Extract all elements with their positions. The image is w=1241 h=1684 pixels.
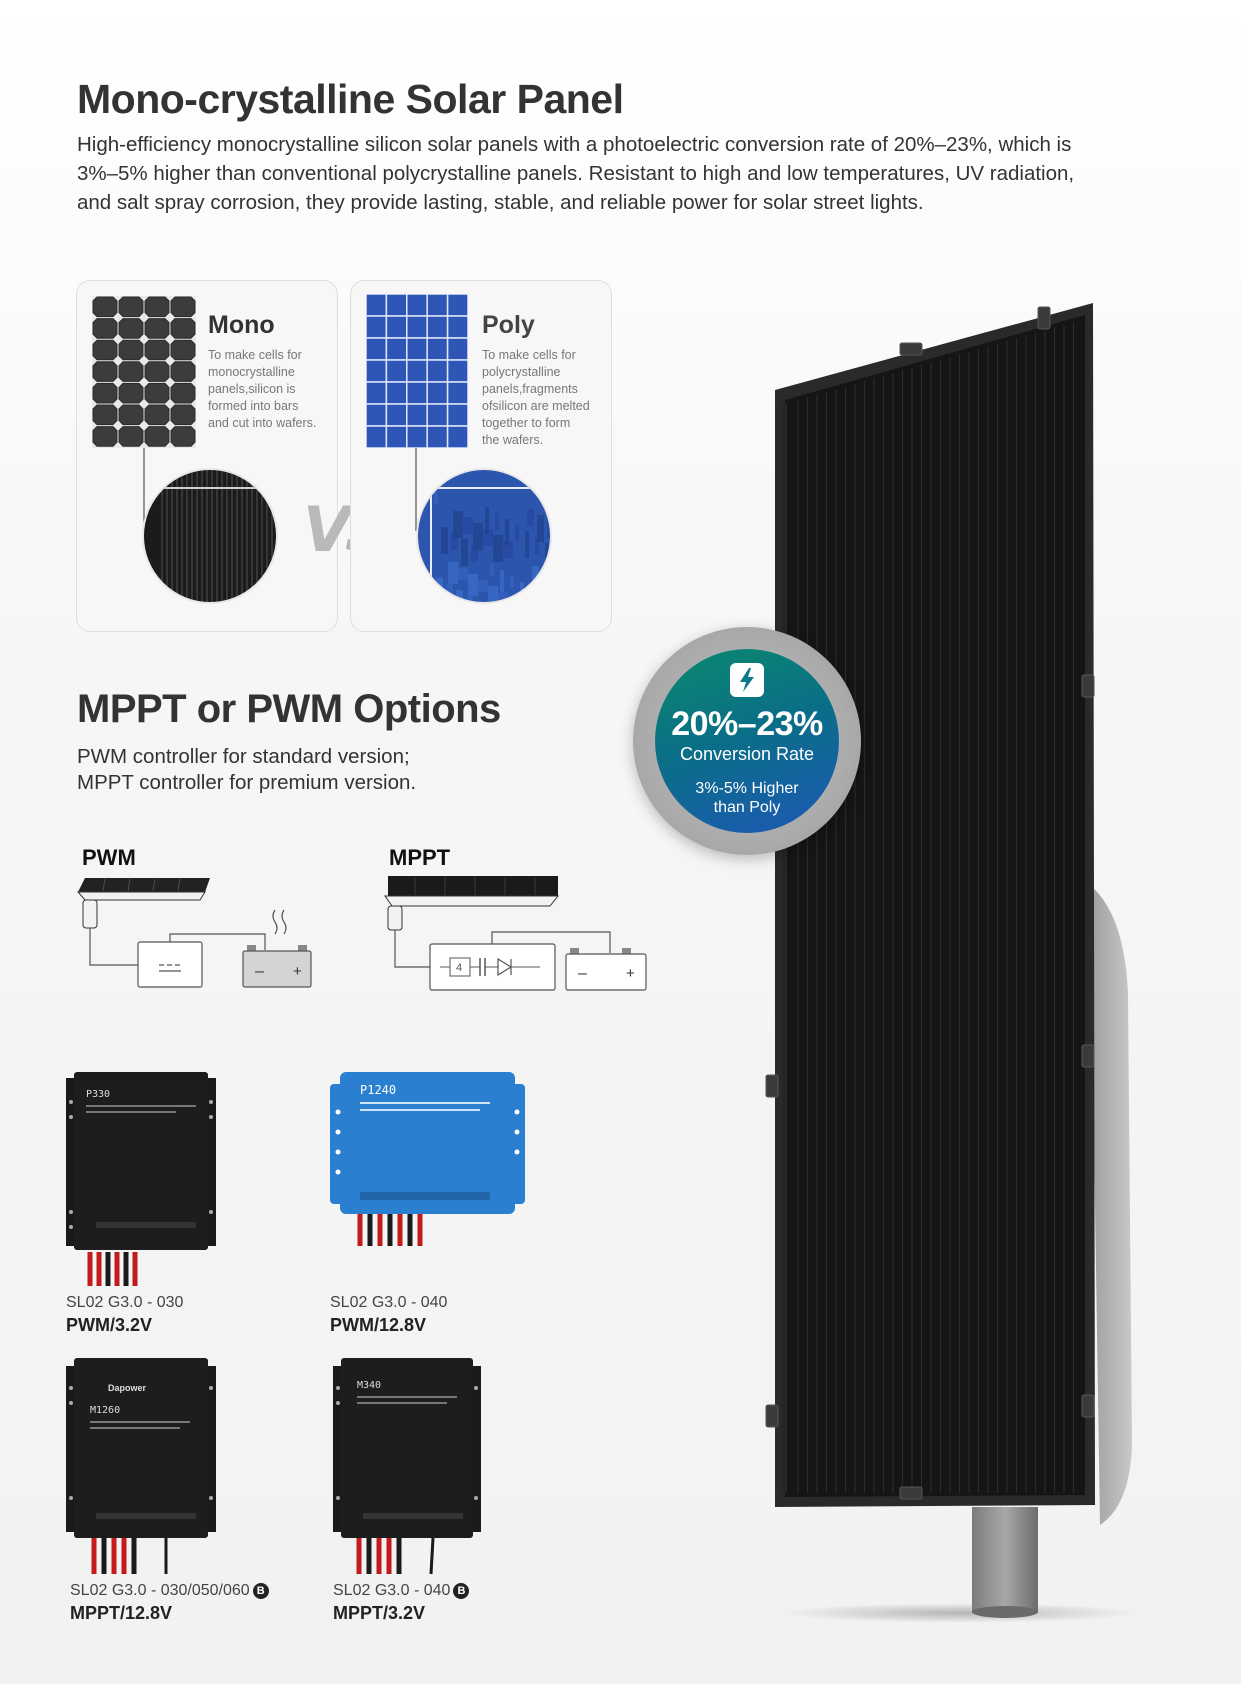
- poly-desc-line: panels,fragments: [482, 382, 578, 396]
- poly-desc-line: To make cells for: [482, 348, 576, 362]
- hero-line-2: 3%–5% higher than conventional polycryst…: [77, 162, 1075, 185]
- mono-desc-line: monocrystalline: [208, 365, 295, 379]
- controller-spec: PWM/3.2V: [66, 1315, 153, 1335]
- poly-desc-line: together to form: [482, 416, 571, 430]
- b-badge-icon: B: [453, 1583, 470, 1599]
- conversion-rate-label: Conversion Rate: [679, 744, 815, 764]
- controller-model-text: SL02 G3.0 - 040: [333, 1582, 451, 1599]
- mppt-wiring-diagram: 4 – +: [384, 876, 647, 991]
- lightning-bolt-icon: [730, 663, 764, 697]
- controller-model: SL02 G3.0 - 030: [66, 1294, 184, 1311]
- options-line: PWM controller for standard version;: [77, 745, 410, 768]
- svg-text:–: –: [255, 963, 264, 980]
- poly-cell-grid-icon: [366, 294, 468, 448]
- hero-line-3: and salt spray corrosion, they provide l…: [77, 191, 924, 214]
- mppt-box-number: 4: [456, 962, 462, 974]
- higher-than-poly-text: 3%-5% Higher than Poly: [655, 779, 839, 817]
- pwm-diagram-label: PWM: [82, 845, 136, 870]
- mono-description: To make cells for monocrystalline panels…: [208, 347, 316, 432]
- controller-model: SL02 G3.0 - 040: [330, 1294, 448, 1311]
- conversion-rate-badge: 20%–23% Conversion Rate 3%-5% Higher tha…: [633, 627, 861, 855]
- conversion-rate-badge-inner: 20%–23% Conversion Rate 3%-5% Higher tha…: [655, 649, 839, 833]
- mppt-diagram-label: MPPT: [389, 845, 451, 870]
- controller-spec: MPPT/12.8V: [70, 1603, 173, 1623]
- controller-spec: PWM/12.8V: [330, 1315, 427, 1335]
- svg-text:–: –: [578, 965, 587, 982]
- hero-description: High-efficiency monocrystalline silicon …: [77, 130, 1207, 217]
- controller-m340-label: M340: [357, 1380, 381, 1391]
- controller-spec: MPPT/3.2V: [333, 1603, 426, 1623]
- pwm-wiring-diagram: – +: [76, 878, 312, 988]
- controller-p1240-label: P1240: [360, 1083, 396, 1097]
- page-title: Mono-crystalline Solar Panel: [77, 76, 624, 122]
- svg-text:+: +: [293, 963, 302, 980]
- b-badge-icon: B: [252, 1583, 269, 1599]
- controller-p330-image: P330: [66, 1072, 216, 1286]
- options-description: PWM controller for standard version; MPP…: [77, 744, 416, 796]
- conversion-rate-value: 20%–23%: [671, 705, 823, 743]
- mono-desc-line: To make cells for: [208, 348, 302, 362]
- controller-m340-image: M340: [333, 1358, 481, 1575]
- mono-desc-line: formed into bars: [208, 399, 299, 413]
- mono-title: Mono: [208, 311, 275, 339]
- controller-m1260-image: Dapower M1260: [66, 1358, 216, 1574]
- higher-line-2: than Poly: [713, 799, 781, 816]
- mono-cell-grid-icon: [92, 296, 196, 448]
- mono-desc-line: panels,silicon is: [208, 382, 296, 396]
- options-title: MPPT or PWM Options: [77, 687, 501, 731]
- higher-line-1: 3%-5% Higher: [695, 780, 799, 797]
- mono-desc-line: and cut into wafers.: [208, 416, 317, 430]
- svg-text:+: +: [626, 965, 635, 982]
- controller-p1240-image: P1240: [330, 1072, 525, 1246]
- controller-p330-label: P330: [86, 1089, 110, 1100]
- poly-description: To make cells for polycrystalline panels…: [482, 347, 590, 449]
- poly-desc-line: polycrystalline: [482, 365, 561, 379]
- mono-cell-closeup-icon: [142, 468, 278, 604]
- poly-desc-line: ofsilicon are melted: [482, 399, 590, 413]
- hero-line-1: High-efficiency monocrystalline silicon …: [77, 133, 1072, 156]
- solar-street-light-panel-image: [765, 303, 1140, 1623]
- controller-m1260-brand: Dapower: [108, 1383, 147, 1393]
- mono-card: Mono To make cells for monocrystalline p…: [76, 280, 338, 632]
- poly-desc-line: the wafers.: [482, 433, 544, 447]
- poly-title: Poly: [482, 311, 535, 339]
- poly-card: Poly To make cells for polycrystalline p…: [350, 280, 612, 632]
- poly-cell-closeup-icon: [416, 468, 552, 604]
- options-line: MPPT controller for premium version.: [77, 771, 417, 794]
- controller-m1260-label: M1260: [90, 1405, 120, 1416]
- controller-model-text: SL02 G3.0 - 030/050/060: [70, 1582, 250, 1599]
